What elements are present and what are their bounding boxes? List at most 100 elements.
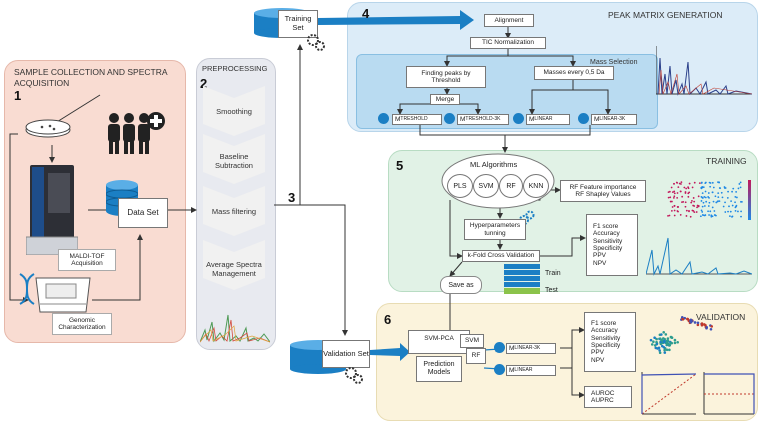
pca-dot	[665, 348, 669, 352]
pca-dot	[709, 327, 713, 331]
shapley-dot	[722, 205, 725, 208]
model-rf: RF	[466, 348, 486, 364]
pca-dot	[705, 326, 709, 329]
genomic-characterization-label: Genomic Characterization	[52, 313, 112, 335]
shapley-dot	[729, 210, 732, 213]
pca-dot	[668, 348, 671, 352]
matrix-dot-linear-3k	[578, 113, 589, 124]
pca-dot	[662, 340, 666, 344]
pca-dot	[681, 317, 684, 321]
importance-feature: RF Feature importance	[569, 183, 637, 191]
shapley-dot	[681, 195, 684, 198]
shapley-dot	[702, 186, 705, 189]
val-metric-f1: F1 score	[591, 319, 617, 327]
shapley-dot	[700, 195, 703, 198]
shapley-dot	[740, 200, 742, 203]
shapley-dot	[738, 183, 741, 185]
training-title: TRAINING	[706, 156, 747, 166]
algo-rf: RF	[499, 174, 523, 198]
pca-dot	[662, 330, 666, 334]
maldi-tof-instrument-icon	[26, 165, 78, 255]
pca-dot	[696, 321, 700, 325]
pca-dot	[655, 337, 658, 341]
shapley-dot	[712, 186, 715, 189]
alignment-box: Alignment	[484, 14, 534, 27]
train-label: Train	[545, 270, 561, 277]
curve-auroc: AUROC	[591, 389, 615, 397]
shapley-dot	[673, 214, 676, 217]
patients-icon	[104, 112, 166, 156]
shapley-dot	[707, 192, 710, 194]
shapley-dot	[701, 211, 704, 213]
matrix-dot-threshold	[378, 113, 389, 124]
shapley-dot	[718, 181, 720, 184]
dna-icon	[16, 272, 38, 306]
val-dot-linear	[494, 364, 505, 375]
shapley-dot	[704, 214, 707, 216]
shapley-dot	[671, 200, 673, 203]
validation-title: VALIDATION	[696, 312, 746, 322]
shapley-dot	[719, 187, 722, 190]
pca-dot	[662, 346, 666, 349]
prc-curve-plot	[702, 370, 756, 416]
shapley-dot	[740, 210, 742, 213]
metric-specificity: Specificity	[593, 245, 623, 252]
shapley-dot	[696, 206, 698, 209]
matrix-dot-threshold-3k	[444, 113, 455, 124]
shapley-dot	[676, 210, 679, 212]
pca-dot	[654, 346, 658, 350]
shapley-dot	[677, 186, 680, 189]
shapley-dot	[687, 187, 690, 190]
shapley-dot	[691, 199, 693, 202]
shapley-dot	[701, 214, 704, 216]
shapley-dot	[697, 195, 700, 198]
pca-dot	[663, 351, 667, 354]
shapley-dot	[710, 215, 713, 218]
shapley-dot	[734, 206, 737, 209]
shapley-dot	[724, 201, 726, 204]
pca-scatter-plot	[640, 310, 716, 366]
pca-dot	[660, 333, 663, 336]
training-metrics-box: F1 score Accuracy Sensitivity Specificit…	[586, 214, 638, 276]
metric-ppv: PPV	[593, 252, 607, 260]
shapley-dot	[713, 210, 716, 212]
shapley-dot	[732, 187, 735, 190]
matrix-linear-sub: LINEAR	[534, 115, 553, 122]
shapley-dot	[731, 215, 734, 218]
algo-knn-label: KNN	[528, 182, 544, 190]
shapley-dot	[701, 197, 704, 199]
shapley-dot	[734, 209, 737, 212]
matrix-dot-linear	[513, 113, 524, 124]
shapley-dot	[727, 190, 729, 193]
matrix-linear-3k-sub: LINEAR-3K	[599, 115, 626, 122]
test-label: Test	[545, 287, 558, 294]
roc-curve-plot	[640, 370, 698, 416]
shapley-dot	[731, 204, 734, 207]
shapley-dot	[708, 214, 710, 216]
curve-auprc: AUPRC	[591, 397, 614, 404]
shapley-dot	[667, 214, 669, 217]
pca-dot	[666, 337, 670, 340]
masses-every-box: Masses every 0,5 Da	[534, 66, 614, 80]
val-matrix-linear-3k-m: M	[509, 344, 515, 352]
val-dot-linear-3k	[494, 342, 505, 353]
shapley-dot	[718, 200, 721, 203]
metric-accuracy: Accuracy	[593, 230, 620, 238]
shapley-dot	[735, 191, 738, 193]
shapley-dot	[692, 197, 695, 199]
shapley-dot	[669, 196, 672, 199]
pca-dot	[669, 335, 673, 339]
finding-peaks-box: Finding peaks by Threshold	[406, 66, 486, 88]
shapley-dot	[717, 196, 720, 198]
shapley-dot	[677, 206, 680, 208]
shapley-dot	[679, 214, 682, 216]
shapley-dot	[684, 205, 687, 208]
shapley-dot	[707, 196, 710, 198]
shapley-dot	[693, 205, 696, 207]
split-number: 3	[288, 190, 296, 205]
preprocessing-title: PREPROCESSING	[202, 64, 268, 73]
training-spectra-plot	[646, 230, 752, 276]
shapley-dot	[678, 182, 681, 185]
